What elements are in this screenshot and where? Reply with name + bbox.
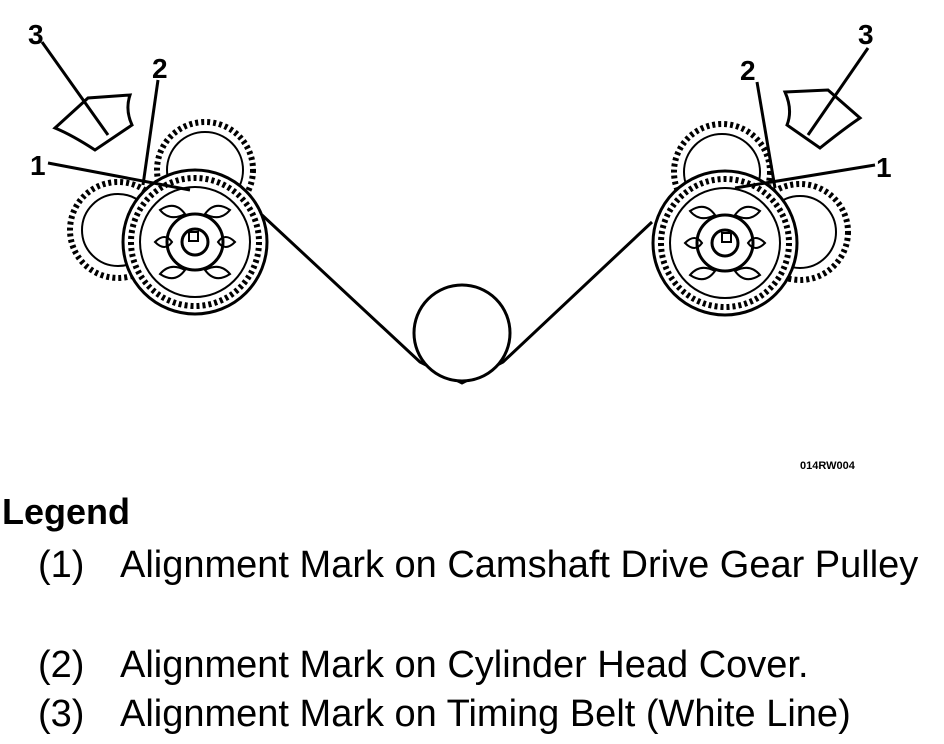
legend-item-text: Alignment Mark on Camshaft Drive Gear Pu… xyxy=(120,544,919,586)
callout-left-1: 1 xyxy=(30,150,46,181)
callout-right-3: 3 xyxy=(858,19,874,50)
legend-item-text: Alignment Mark on Timing Belt (White Lin… xyxy=(120,693,851,735)
timing-belt xyxy=(260,213,654,385)
legend-item-1: (1) Alignment Mark on Camshaft Drive Gea… xyxy=(38,543,920,587)
legend-item-3: (3) Alignment Mark on Timing Belt (White… xyxy=(38,692,920,736)
callout-right-1: 1 xyxy=(876,152,892,183)
legend-item-2: (2) Alignment Mark on Cylinder Head Cove… xyxy=(38,643,920,687)
legend-item-text: Alignment Mark on Cylinder Head Cover. xyxy=(120,644,809,686)
legend-item-number: (2) xyxy=(38,644,85,686)
legend-item-number: (1) xyxy=(38,544,85,586)
right-gear-assembly xyxy=(651,47,876,317)
legend-item-number: (3) xyxy=(38,693,85,735)
figure-code: 014RW004 xyxy=(800,460,856,472)
legend-title: Legend xyxy=(2,491,131,532)
callout-left-2: 2 xyxy=(152,53,168,84)
right-belt-mark-shape xyxy=(782,88,863,150)
callout-left-3: 3 xyxy=(28,19,44,50)
crankshaft-pulley xyxy=(412,283,512,383)
left-belt-mark-shape xyxy=(52,93,134,152)
callout-right-2: 2 xyxy=(740,55,756,86)
left-gear-assembly xyxy=(40,41,269,316)
timing-belt-diagram: 3 2 1 3 2 1 014RW004 xyxy=(28,19,892,472)
